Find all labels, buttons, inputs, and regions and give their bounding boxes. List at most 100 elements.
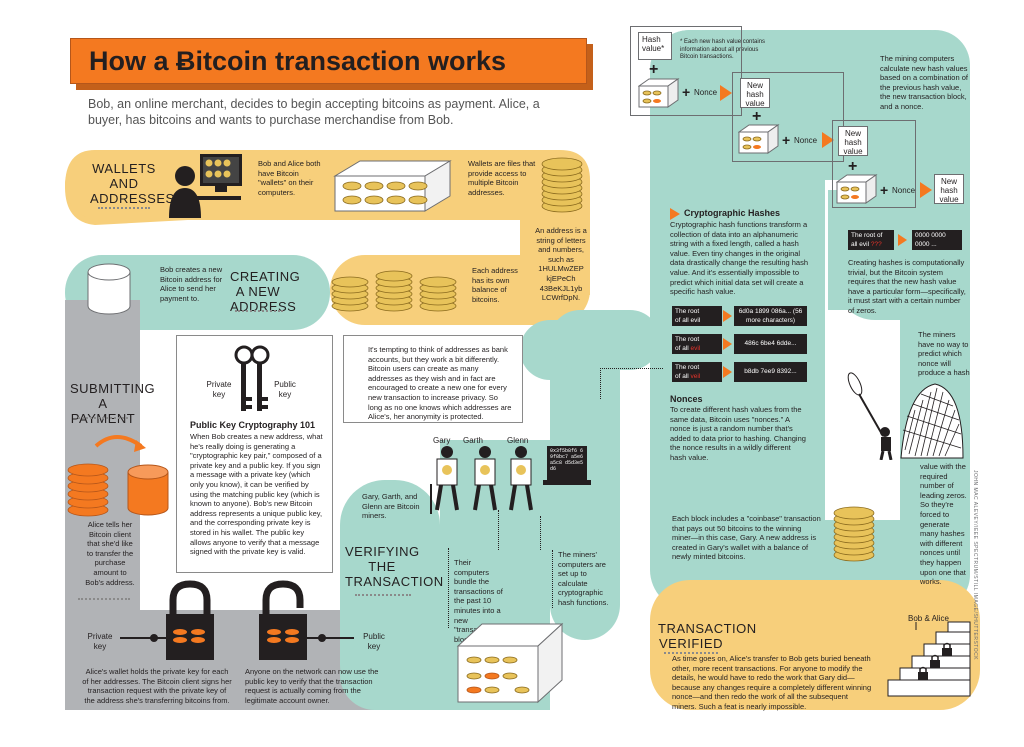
pkc-private-key-label: Private key <box>206 380 232 400</box>
hash-step-frame <box>832 120 916 208</box>
arrow-right-icon <box>723 366 732 378</box>
miners-no-way-text: The miners have no way to predict which … <box>918 330 970 378</box>
plus-icon: + <box>649 61 659 78</box>
divider <box>78 598 130 600</box>
verifying-miners-text: Gary, Garth, and Glenn are Bitcoin miner… <box>362 492 420 521</box>
pkc-box <box>176 335 333 573</box>
new-hash-label: New hash value <box>745 81 765 108</box>
zero-value: 0000 0000 0000 ... <box>912 230 962 250</box>
submitting-private-key-label: Private key <box>87 632 113 652</box>
submitting-alice-text: Alice tells her Bitcoin client that she'… <box>85 520 135 587</box>
wallet-files-icon <box>333 160 452 212</box>
hash-step-frame <box>732 72 844 162</box>
cylinder-icon <box>87 263 131 315</box>
submitting-verify-text: Anyone on the network can now use the pu… <box>245 667 379 705</box>
lock-closed-icon <box>120 580 214 660</box>
divider <box>664 652 718 654</box>
zeros-text: Creating hashes is computationally trivi… <box>848 258 966 315</box>
submitting-heading: SUBMITTING A PAYMENT <box>70 381 156 426</box>
plus-icon: + <box>848 158 858 175</box>
wallets-bob-alice-text: Bob and Alice both have Bitcoin "wallets… <box>258 159 321 197</box>
divider <box>355 594 411 596</box>
arrow-right-icon <box>670 208 680 220</box>
miner-name-gary: Gary <box>433 436 451 445</box>
new-hash-box-1: New hash value <box>740 78 770 108</box>
arrow-right-icon <box>723 338 732 350</box>
verified-heading: TRANSACTION VERIFIED <box>658 621 757 651</box>
hash-output: b8db 7ee9 8392... <box>734 362 807 382</box>
miners-dotted-link <box>498 510 500 550</box>
balance-coins-icon <box>331 270 457 312</box>
creating-heading: CREATING A NEW ADDRESS <box>230 269 301 314</box>
submitting-public-key-label: Public key <box>363 632 385 652</box>
pkc-body: When Bob creates a new address, what he'… <box>190 432 323 557</box>
miner-name-garth: Garth <box>463 436 484 445</box>
divider <box>78 417 128 419</box>
wallets-address-text: An address is a string of letters and nu… <box>535 226 587 303</box>
keys-icon <box>234 345 270 411</box>
coin-stack-icon <box>541 157 583 213</box>
new-hash-label: New hash value <box>939 177 959 204</box>
miners-dotted-link <box>540 516 542 550</box>
nonces-text: To create different hash values from the… <box>670 405 806 462</box>
verifying-setup-text: The miners' computers are set up to calc… <box>552 550 614 608</box>
hash-value-label: Hash value* <box>642 35 665 53</box>
mining-text: The mining computers calculate new hash … <box>880 54 968 111</box>
verifying-heading: VERIFYING THE TRANSACTION <box>345 544 444 589</box>
value-with-text: value with the required number of leadin… <box>920 462 967 587</box>
hash-output: 486c 6be4 6dde... <box>734 334 807 354</box>
wallets-files-text: Wallets are files that provide access to… <box>468 159 536 197</box>
nonce-label: Nonce <box>694 88 718 97</box>
page-title: How a Ƀitcoin transaction works <box>89 46 507 76</box>
arrow-right-icon <box>920 182 932 198</box>
miners-icon <box>430 446 591 514</box>
creating-balance-text: Each address has its own balance of bitc… <box>472 266 518 304</box>
title-banner: How a Ƀitcoin transaction works <box>70 38 587 84</box>
nonces-heading: Nonces <box>670 394 703 404</box>
intro-text: Bob, an online merchant, decides to begi… <box>88 97 540 128</box>
plus-icon: + <box>682 84 691 100</box>
coinbase-stack-icon <box>833 506 875 562</box>
coinbase-text: Each block includes a "coinbase" transac… <box>672 514 821 562</box>
hash-footnote: * Each new hash value contains informati… <box>680 39 766 60</box>
plus-icon: + <box>880 182 889 198</box>
hash-value-box: Hash value* <box>638 32 672 60</box>
crypto-text: Cryptographic hash functions transform a… <box>670 220 809 297</box>
block-icon <box>638 78 680 108</box>
verified-text: As time goes on, Alice's transfer to Bob… <box>672 654 872 711</box>
block-icon <box>738 124 780 154</box>
buried-blocks-icon <box>887 621 971 697</box>
arrow-right-icon <box>898 234 907 246</box>
anonymity-box <box>343 335 523 423</box>
new-hash-box-3: New hash value <box>934 174 964 204</box>
credit-text: JOHN MAC ALEVEY/IEEE SPECTRUM/STILL IMAG… <box>972 470 978 661</box>
miner-screen-text: 0x3f5b8f6 69f8bc7 a5e6a5c8 d5d3e5d6 <box>550 448 584 472</box>
wallets-heading: WALLETS AND ADDRESSES <box>90 161 175 206</box>
hash-output: 6d0a 1899 086a... (56 more characters) <box>734 306 807 326</box>
new-hash-box-2: New hash value <box>838 126 868 156</box>
arrow-right-icon <box>720 85 732 101</box>
submitting-wallet-text: Alice's wallet holds the private key for… <box>82 667 232 705</box>
person-computer-icon <box>169 154 242 218</box>
transaction-block-icon <box>456 622 564 704</box>
creating-bob-text: Bob creates a new Bitcoin address for Al… <box>160 265 223 303</box>
new-hash-label: New hash value <box>843 129 863 156</box>
arrow-right-icon <box>822 132 834 148</box>
transfer-icon <box>67 435 169 517</box>
anonymity-text: It's tempting to think of addresses as b… <box>368 345 512 422</box>
bundle-box <box>448 548 507 628</box>
miner-name-glenn: Glenn <box>507 436 529 445</box>
divider <box>235 310 283 312</box>
plus-icon: + <box>752 108 762 125</box>
divider <box>98 207 150 209</box>
arrow-right-icon <box>723 310 732 322</box>
bob-alice-label: Bob & Alice <box>908 614 949 623</box>
hash-step-frame <box>630 26 742 116</box>
